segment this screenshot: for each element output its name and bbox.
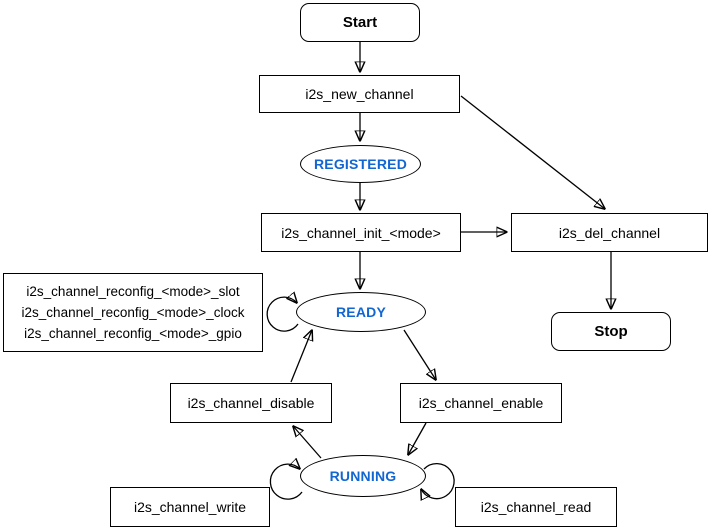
- ready-state-label: READY: [335, 304, 386, 320]
- running-self-loop-right: [421, 462, 455, 499]
- registered-state-label: REGISTERED: [313, 156, 407, 172]
- i2s-del-channel-node: i2s_del_channel: [511, 213, 708, 252]
- ready-state-node: READY: [296, 292, 426, 332]
- i2s-channel-write-label: i2s_channel_write: [133, 499, 247, 515]
- i2s-new-channel-node: i2s_new_channel: [259, 75, 460, 113]
- edge-new-channel-to-del-channel: [460, 95, 605, 209]
- reconfig-slot-label: i2s_channel_reconfig_<mode>_slot: [26, 284, 240, 299]
- stop-label: Stop: [594, 323, 628, 340]
- running-self-loop-left: [269, 464, 303, 500]
- i2s-channel-reconfig-box: i2s_channel_reconfig_<mode>_slot i2s_cha…: [3, 273, 263, 352]
- edge-ready-to-enable: [403, 329, 436, 380]
- reconfig-gpio-label: i2s_channel_reconfig_<mode>_gpio: [24, 326, 242, 341]
- i2s-channel-enable-node: i2s_channel_enable: [400, 383, 562, 423]
- i2s-channel-init-label: i2s_channel_init_<mode>: [281, 224, 441, 241]
- i2s-channel-init-node: i2s_channel_init_<mode>: [261, 213, 461, 252]
- stop-node: Stop: [551, 312, 671, 351]
- running-state-label: RUNNING: [329, 468, 397, 484]
- i2s-channel-read-label: i2s_channel_read: [480, 499, 592, 515]
- i2s-channel-enable-label: i2s_channel_enable: [418, 395, 544, 411]
- ready-self-loop: [266, 297, 298, 332]
- i2s-channel-write-node: i2s_channel_write: [110, 487, 270, 527]
- running-state-node: RUNNING: [300, 455, 426, 497]
- edge-running-to-disable: [293, 426, 322, 459]
- start-label: Start: [342, 14, 378, 31]
- i2s-channel-disable-label: i2s_channel_disable: [187, 395, 315, 411]
- edge-enable-to-running: [408, 422, 427, 455]
- i2s-del-channel-label: i2s_del_channel: [558, 224, 661, 241]
- start-node: Start: [300, 3, 420, 42]
- i2s-channel-disable-node: i2s_channel_disable: [170, 383, 332, 423]
- registered-state-node: REGISTERED: [300, 145, 421, 183]
- i2s-new-channel-label: i2s_new_channel: [305, 86, 414, 102]
- i2s-channel-read-node: i2s_channel_read: [455, 487, 617, 527]
- edge-disable-to-ready: [290, 330, 312, 383]
- reconfig-clock-label: i2s_channel_reconfig_<mode>_clock: [21, 305, 245, 320]
